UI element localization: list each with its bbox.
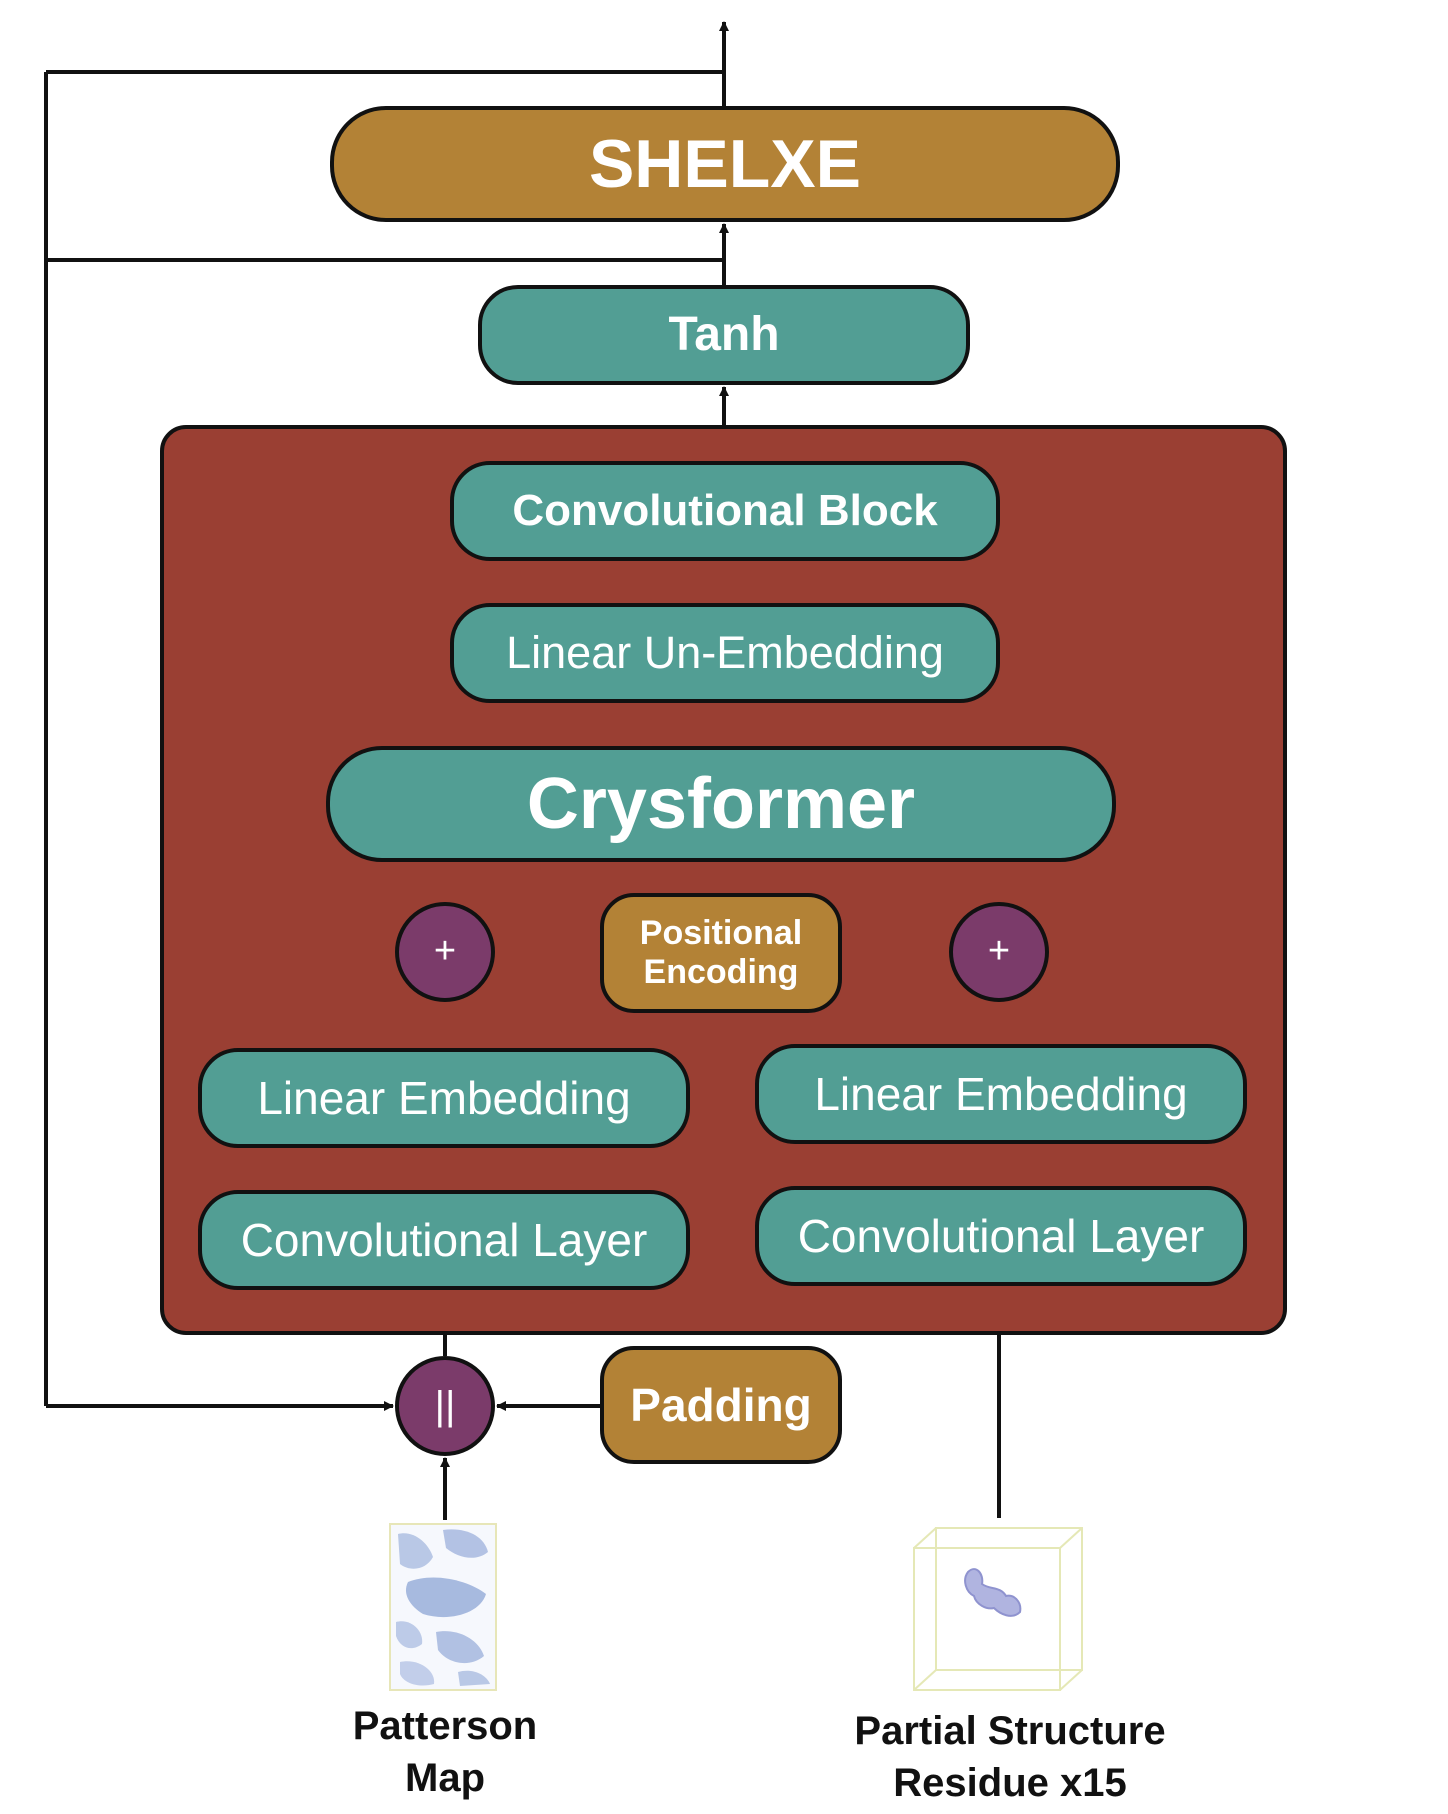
patterson-map-label-line2: Map: [405, 1756, 485, 1800]
convolutional-layer-left-label: Convolutional Layer: [240, 1213, 648, 1266]
shelxe-block: SHELXE: [330, 106, 1120, 222]
add-operator-right-symbol: +: [987, 930, 1011, 973]
add-operator-left-symbol: +: [433, 930, 457, 973]
linear-unembedding-label: Linear Un-Embedding: [506, 627, 944, 679]
crysformer-label: Crysformer: [526, 763, 916, 844]
linear-embedding-right-label: Linear Embedding: [814, 1067, 1188, 1120]
convolutional-block: Convolutional Block: [450, 461, 1000, 561]
linear-embedding-right-block: Linear Embedding: [755, 1044, 1247, 1144]
convolutional-block-label: Convolutional Block: [512, 485, 938, 535]
linear-unembedding-block: Linear Un-Embedding: [450, 603, 1000, 703]
positional-encoding-label-line1: Positional: [639, 913, 803, 952]
convolutional-layer-left-block: Convolutional Layer: [198, 1190, 690, 1290]
crysformer-block: Crysformer: [326, 746, 1116, 862]
partial-structure-label-line1: Partial Structure: [854, 1709, 1166, 1753]
partial-structure-label-line2: Residue x15: [893, 1761, 1127, 1805]
linear-embedding-left-label: Linear Embedding: [257, 1071, 631, 1124]
convolutional-layer-right-block: Convolutional Layer: [755, 1186, 1247, 1286]
shelxe-label: SHELXE: [588, 125, 862, 202]
positional-encoding-label-line2: Encoding: [643, 953, 799, 991]
convolutional-layer-right-label: Convolutional Layer: [797, 1209, 1205, 1262]
concat-operator: ||: [395, 1356, 495, 1456]
add-operator-left: +: [395, 902, 495, 1002]
tanh-label: Tanh: [668, 308, 780, 362]
patterson-map-label: Patterson Map: [295, 1700, 595, 1804]
patterson-map-label-line1: Patterson: [352, 1704, 538, 1748]
positional-encoding-block: Positional Encoding: [600, 893, 842, 1013]
patterson-map-image: [389, 1523, 497, 1691]
partial-structure-image: [913, 1527, 1083, 1691]
concat-operator-symbol: ||: [434, 1384, 456, 1428]
linear-embedding-left-block: Linear Embedding: [198, 1048, 690, 1148]
tanh-block: Tanh: [478, 285, 970, 385]
crysformer-container: [160, 425, 1287, 1335]
add-operator-right: +: [949, 902, 1049, 1002]
padding-block: Padding: [600, 1346, 842, 1464]
padding-label: Padding: [630, 1378, 812, 1431]
partial-structure-label: Partial Structure Residue x15: [800, 1705, 1220, 1809]
